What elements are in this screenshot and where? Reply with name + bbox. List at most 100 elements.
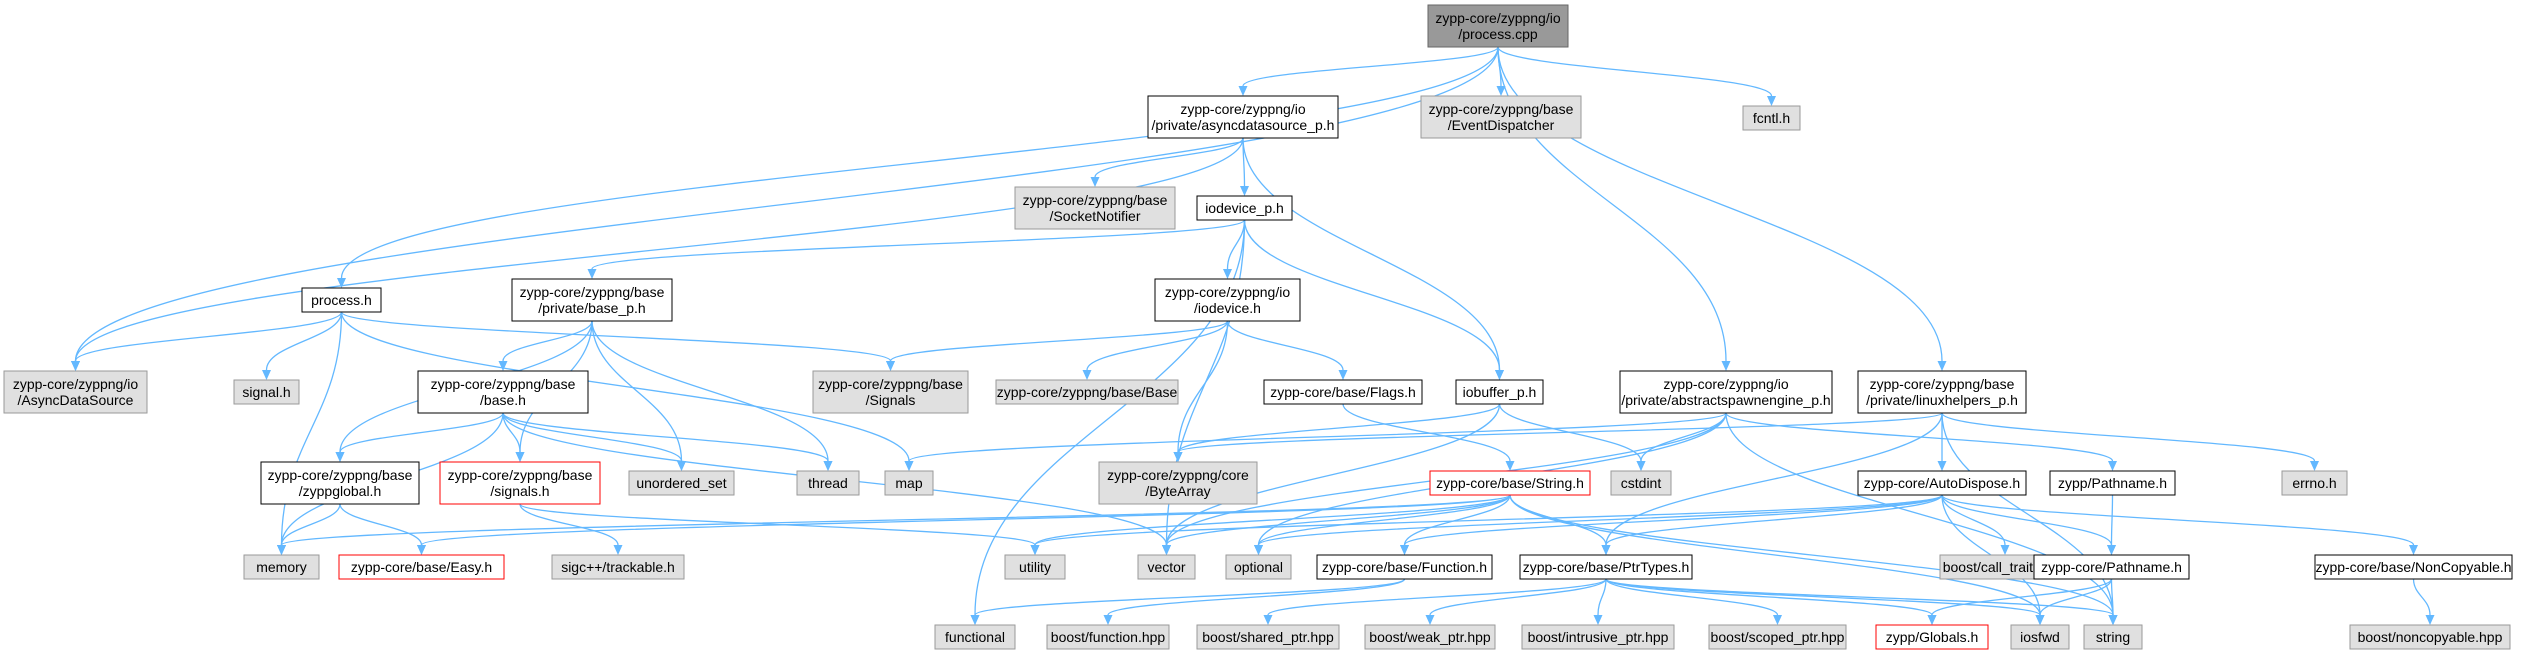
edge-arrowhead	[970, 615, 980, 625]
node-noncopyable-hpp: boost/noncopyable.hpp	[2349, 624, 2511, 650]
node-box	[628, 470, 735, 496]
node-pathname-h[interactable]: zypp/Pathname.h	[2049, 470, 2176, 496]
edge-process_h-to-memory	[280, 311, 343, 546]
edge-abstractspawn-to-cstdint	[1640, 412, 1727, 462]
edge-process_cpp-to-fcntl	[1497, 46, 1773, 97]
node-label-line: zypp-core/zyppng/base	[1870, 376, 2015, 392]
node-thread: thread	[796, 470, 860, 496]
edge-arrowhead	[1238, 86, 1248, 96]
edge-noncopyable_h-to-noncopyable_hpp	[2412, 578, 2431, 616]
node-label-line: unordered_set	[636, 475, 726, 491]
node-base-h[interactable]: zypp-core/zyppng/base/base.h	[417, 370, 589, 414]
node-box	[301, 287, 382, 313]
edge-process_cpp-to-process_h	[340, 46, 1499, 279]
node-core-pathname[interactable]: zypp-core/Pathname.h	[2033, 554, 2190, 580]
node-signal-h: signal.h	[233, 379, 300, 405]
edge-abstractspawn-to-map	[908, 412, 1727, 462]
node-label-line: zypp-core/base/NonCopyable.h	[2315, 559, 2511, 575]
edge-ptrtypes-to-globals	[1605, 578, 1933, 616]
node-iosfwd: iosfwd	[2010, 624, 2070, 650]
node-iodevice-p[interactable]: iodevice_p.h	[1196, 195, 1293, 221]
node-label-line: boost/scoped_ptr.hpp	[1711, 629, 1845, 645]
edge-abstractspawn-to-pathname_h	[1725, 412, 2114, 462]
node-label-line: zypp/Pathname.h	[2058, 475, 2167, 491]
edge-arrowhead	[2108, 615, 2118, 625]
edge-base_p-to-base_h	[502, 320, 593, 362]
node-process-h[interactable]: process.h	[301, 287, 382, 313]
node-abstractspawn[interactable]: zypp-core/zyppng/io/private/abstractspaw…	[1619, 370, 1833, 414]
node-base-p[interactable]: zypp-core/zyppng/base/private/base_p.h	[511, 278, 673, 322]
edge-base_h-to-zyppglobal	[339, 412, 504, 453]
edge-arrowhead	[904, 461, 914, 471]
node-functional: functional	[934, 624, 1016, 650]
node-iodevice-h[interactable]: zypp-core/zyppng/io/iodevice.h	[1154, 278, 1301, 322]
node-flags[interactable]: zypp-core/base/Flags.h	[1263, 379, 1423, 405]
node-label-line: /private/abstractspawnengine_p.h	[1621, 392, 1830, 408]
edge-arrowhead	[587, 269, 597, 279]
node-label-line: boost/intrusive_ptr.hpp	[1528, 629, 1669, 645]
edge-autodispose-to-noncopyable_h	[1941, 494, 2415, 546]
node-noncopyable-h[interactable]: zypp-core/base/NonCopyable.h	[2314, 554, 2513, 580]
node-base-ext: zypp-core/zyppng/base/Base	[995, 379, 1179, 405]
node-label-line: zypp-core/base/Easy.h	[351, 559, 492, 575]
edge-iodevice_h-to-flags	[1226, 320, 1344, 371]
node-box	[2281, 470, 2348, 496]
node-box	[1619, 370, 1833, 414]
edge-arrowhead	[2035, 615, 2045, 625]
edge-core_pathname-to-iosfwd	[2039, 578, 2113, 616]
edge-ptrtypes-to-weak_ptr	[1429, 578, 1607, 616]
node-utility: utility	[1004, 554, 1066, 580]
edge-string_h-to-string	[1509, 494, 2114, 616]
edge-autodispose-to-ptrtypes	[1605, 494, 1943, 546]
edge-arrowhead	[2107, 545, 2116, 555]
node-process-cpp[interactable]: zypp-core/zyppng/io/process.cpp	[1427, 4, 1569, 48]
node-ptrtypes[interactable]: zypp-core/base/PtrTypes.h	[1519, 554, 1693, 580]
node-globals[interactable]: zypp/Globals.h	[1875, 624, 1989, 650]
edge-autodispose-to-optional	[1257, 494, 1943, 546]
node-label-line: zypp-core/Pathname.h	[2041, 559, 2182, 575]
node-label-line: zypp-core/zyppng/base	[818, 376, 963, 392]
node-label-line: zypp-core/zyppng/io	[1165, 284, 1291, 300]
edge-asyncdatasource_p-to-asyncdatasource	[74, 137, 1244, 362]
node-box	[1857, 470, 2027, 496]
node-linuxhelpers[interactable]: zypp-core/zyppng/base/private/linuxhelpe…	[1857, 370, 2027, 414]
edge-autodispose-to-function_h	[1403, 494, 1943, 546]
node-autodispose[interactable]: zypp-core/AutoDispose.h	[1857, 470, 2027, 496]
node-label-line: zypp-core/zyppng/base	[431, 376, 576, 392]
edge-function_h-to-boost_function	[1107, 578, 1406, 616]
node-box	[995, 379, 1179, 405]
edge-string_h-to-memory	[280, 494, 1511, 546]
node-box	[2033, 554, 2190, 580]
node-label-line: fcntl.h	[1753, 110, 1790, 126]
edge-arrowhead	[1082, 370, 1092, 380]
node-string-h[interactable]: zypp-core/base/String.h	[1429, 470, 1591, 496]
edge-iodevice_h-to-base_ext	[1086, 320, 1229, 371]
node-box	[338, 554, 505, 580]
node-asyncdatasource-p[interactable]: zypp-core/zyppng/io/private/asyncdatasou…	[1147, 95, 1339, 139]
node-function-h[interactable]: zypp-core/base/Function.h	[1316, 554, 1493, 580]
node-signals-h[interactable]: zypp-core/zyppng/base/signals.h	[439, 461, 601, 505]
edge-iodevice_h-to-signals_ext	[889, 320, 1229, 362]
node-box	[1316, 554, 1493, 580]
edge-base_p-to-unordered_set	[591, 320, 683, 462]
edge-ptrtypes-to-scoped_ptr	[1605, 578, 1779, 616]
node-iobuffer[interactable]: iobuffer_p.h	[1455, 379, 1544, 405]
node-trackable: sigc++/trackable.h	[551, 554, 685, 580]
node-box	[1364, 624, 1496, 650]
edge-arrowhead	[886, 361, 895, 371]
node-label-line: zypp-core/zyppng/io	[1180, 101, 1306, 117]
node-easy[interactable]: zypp-core/base/Easy.h	[338, 554, 505, 580]
edge-arrowhead	[277, 545, 286, 555]
node-box	[796, 470, 860, 496]
edge-arrowhead	[515, 452, 525, 462]
edge-core_pathname-to-string	[2110, 578, 2114, 616]
node-zyppglobal[interactable]: zypp-core/zyppng/base/zyppglobal.h	[260, 461, 420, 505]
node-label-line: signal.h	[242, 384, 290, 400]
edge-linuxhelpers-to-string	[1941, 412, 2114, 616]
node-label-line: zypp-core/zyppng/base	[520, 284, 665, 300]
edge-arrowhead	[1636, 461, 1646, 471]
edge-base_h-to-thread	[502, 412, 829, 462]
node-box	[812, 370, 969, 414]
edge-arrowhead	[1263, 615, 1273, 625]
node-label-line: zypp-core/zyppng/base	[1429, 101, 1574, 117]
